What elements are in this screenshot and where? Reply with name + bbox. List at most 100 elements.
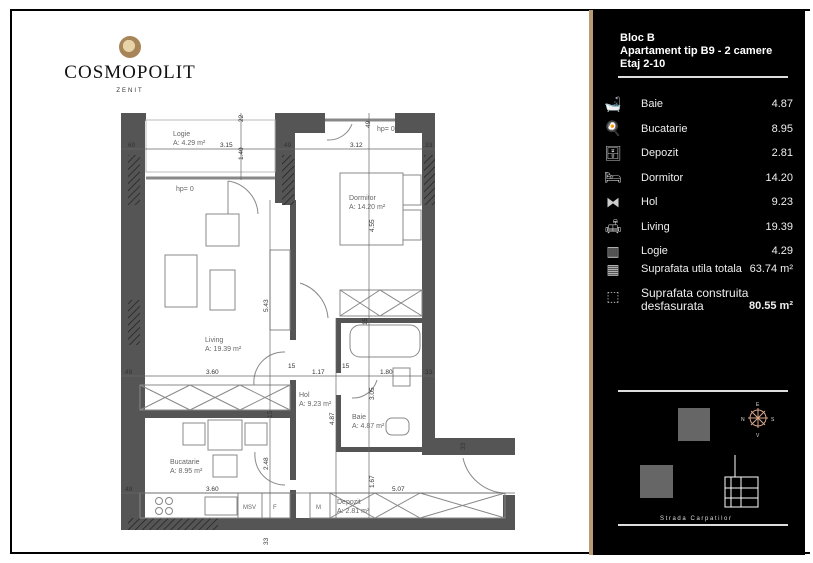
site-building (724, 455, 759, 508)
dim: 1.17 (312, 369, 325, 376)
building-block (640, 465, 673, 498)
page-frame (10, 9, 810, 554)
room-area-value: 4.29 (771, 245, 793, 257)
room-row-hol: ⧓ Hol 9.23 (601, 192, 793, 212)
compass-n: N (741, 417, 745, 423)
room-area-value: 19.39 (765, 220, 793, 233)
room-area-value: 9.23 (771, 196, 793, 208)
room-name: Dormitor (349, 195, 377, 202)
block-label: Bloc B (620, 32, 655, 44)
compass-s: S (771, 417, 775, 423)
walls (121, 113, 515, 530)
room-area: A: 4.87 m² (352, 423, 385, 430)
dim: 4.55 (369, 219, 376, 232)
total-built-value: 80.55 m² (748, 300, 793, 312)
dim: 15 (342, 363, 350, 370)
room-label: Baie (641, 98, 664, 110)
room-name: Living (205, 337, 223, 344)
kitchen-icon: 🍳 (604, 120, 622, 136)
dim: 5.43 (263, 299, 270, 312)
brand-sub: ZENIT (116, 88, 144, 94)
dim: 49 (284, 142, 292, 149)
dim: 3.60 (206, 369, 219, 376)
total-built-row: ⬚ Suprafata construita desfasurata 80.55… (601, 287, 793, 321)
dim: 33 (263, 537, 270, 545)
dim: 1.40 (238, 147, 245, 160)
bathtub-icon: 🛁 (604, 95, 622, 112)
dim: 3.60 (206, 486, 219, 493)
apartment-type: Apartament tip B9 - 2 camere (620, 45, 773, 57)
hallway-icon: ⧓ (606, 193, 620, 210)
sofa-icon: 🛋 (604, 218, 622, 234)
hp-label: hp= 0 (176, 186, 194, 193)
accent-strip (589, 10, 593, 555)
dim: 4.87 (329, 412, 336, 425)
compass-e: E (756, 402, 760, 408)
globe-logo-icon (119, 36, 141, 58)
room-area: A: 4.29 m² (173, 140, 206, 147)
room-name: Logie (173, 131, 190, 138)
room-area: A: 8.95 m² (170, 468, 203, 475)
room-area: A: 9.23 m² (299, 401, 332, 408)
room-label: Logie (641, 245, 668, 257)
room-label: Hol (641, 196, 658, 208)
dim: 15 (267, 410, 274, 418)
room-area-value: 2.81 (771, 147, 793, 159)
storage-icon: 🗄 (604, 144, 622, 161)
room-area-value: 4.87 (771, 98, 793, 110)
dim: 3.05 (369, 387, 376, 400)
fridge-label: F (273, 505, 277, 511)
hp-label: hp= 0 (377, 126, 395, 133)
room-row-bucatarie: 🍳 Bucatarie 8.95 (601, 119, 793, 139)
dim: 15 (288, 363, 296, 370)
dim: 49 (365, 120, 372, 128)
floor-label: Etaj 2-10 (620, 58, 666, 70)
room-row-baie: 🛁 Baie 4.87 (601, 94, 793, 114)
dim: 49 (125, 369, 133, 376)
total-util-label: Suprafata utila totala (641, 263, 742, 275)
total-built-label: Suprafata construita (641, 286, 749, 300)
furniture (139, 118, 506, 519)
room-name: Depozit (337, 499, 361, 506)
room-name: Hol (299, 392, 310, 399)
m-label: M (316, 505, 321, 511)
brand-name: COSMOPOLIT (64, 62, 196, 83)
room-name: Bucatarie (170, 459, 200, 466)
building-block (678, 408, 710, 441)
site-plan: E N S V Strada Carpatilor (640, 402, 775, 522)
compass-labels: E N S V (741, 402, 775, 439)
room-label: Depozit (641, 147, 679, 159)
dimension-lines (121, 113, 515, 518)
dim: 22 (238, 114, 245, 122)
floor-plan: 60 3.15 49 3.12 33 22 1.40 49 4.55 5.43 … (121, 113, 515, 545)
floor-area-icon: ▦ (606, 260, 620, 277)
dim: 60 (128, 142, 136, 149)
dim: 33 (425, 142, 433, 149)
room-row-logie: ▥ Logie 4.29 (601, 241, 793, 261)
msv-label: MSV (243, 505, 256, 511)
hatched-walls (128, 155, 435, 530)
dim: 1.67 (369, 475, 376, 488)
dimensions-icon: ⬚ (606, 287, 620, 304)
balcony-icon: ▥ (606, 242, 620, 259)
dim: 2.48 (263, 457, 270, 470)
dim: 5.07 (392, 486, 405, 493)
divider (618, 76, 788, 78)
room-name: Baie (352, 414, 366, 421)
info-sidebar: Bloc B Apartament tip B9 - 2 camere Etaj… (593, 10, 805, 555)
room-label: Bucatarie (641, 122, 688, 135)
dim: 33 (425, 369, 433, 376)
dim: 15 (362, 317, 369, 325)
brand-logo: COSMOPOLIT ZENIT (60, 36, 200, 94)
total-built-label-2: desfasurata (641, 299, 704, 313)
divider (618, 524, 788, 526)
total-util-value: 63.74 m² (749, 263, 793, 275)
room-area: A: 2.81 m² (337, 508, 370, 515)
room-area-value: 8.95 (771, 122, 793, 135)
divider (618, 390, 788, 392)
room-row-living: 🛋 Living 19.39 (601, 217, 793, 237)
room-label: Living (641, 220, 670, 233)
dimension-labels: 60 3.15 49 3.12 33 22 1.40 49 4.55 5.43 … (125, 114, 467, 545)
room-label: Dormitor (641, 171, 684, 184)
